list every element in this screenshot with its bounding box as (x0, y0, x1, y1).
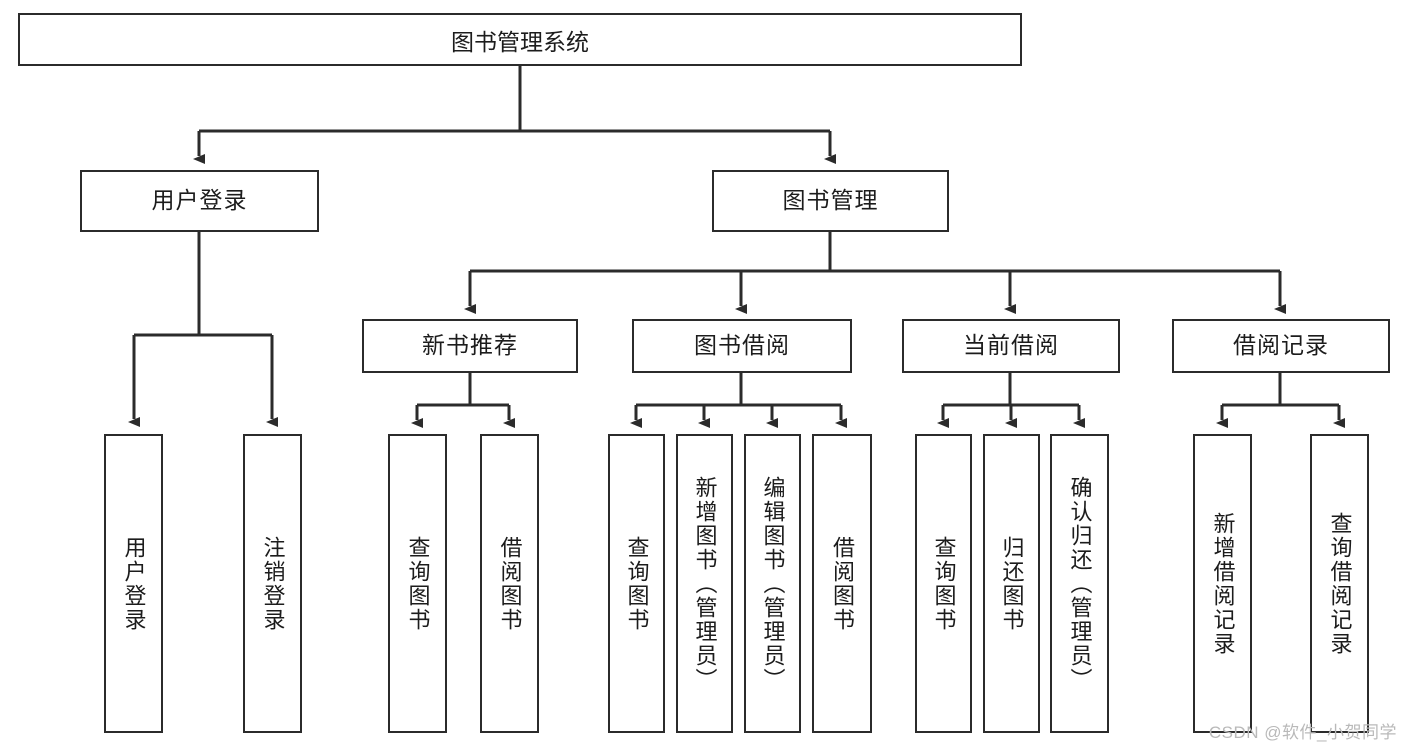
leaf-label: 新增借阅记录 (1210, 511, 1236, 656)
node-current-borrow-label: 当前借阅 (963, 332, 1059, 359)
node-new-book-recommend-label: 新书推荐 (422, 332, 518, 359)
node-book-management-label: 图书管理 (782, 187, 879, 214)
leaf-borrow-add-book-admin[interactable]: 新增图书（管理员） (676, 434, 733, 733)
node-user-login[interactable]: 用户登录 (80, 170, 319, 232)
leaf-record-add-record[interactable]: 新增借阅记录 (1193, 434, 1252, 733)
leaf-label: 注销登录 (260, 535, 286, 632)
leaf-label: 查询图书 (931, 535, 957, 632)
leaf-label: 借阅图书 (829, 535, 855, 632)
leaf-label: 编辑图书（管理员） (760, 475, 786, 692)
node-book-management[interactable]: 图书管理 (712, 170, 949, 232)
leaf-current-confirm-return-admin[interactable]: 确认归还（管理员） (1050, 434, 1109, 733)
node-current-borrow[interactable]: 当前借阅 (902, 319, 1120, 373)
node-root-label: 图书管理系统 (451, 28, 589, 55)
leaf-label: 用户登录 (121, 535, 147, 632)
node-borrow-record-label: 借阅记录 (1233, 332, 1329, 359)
node-new-book-recommend[interactable]: 新书推荐 (362, 319, 578, 373)
leaf-label: 查询图书 (624, 535, 650, 632)
leaf-label: 新增图书（管理员） (692, 475, 718, 692)
node-user-login-label: 用户登录 (151, 187, 248, 214)
leaf-user-login-signin[interactable]: 用户登录 (104, 434, 163, 733)
node-root[interactable]: 图书管理系统 (18, 13, 1022, 66)
leaf-current-return-book[interactable]: 归还图书 (983, 434, 1040, 733)
csdn-watermark: CSDN @软件_小贺同学 (1208, 723, 1397, 742)
leaf-label: 借阅图书 (497, 535, 523, 632)
node-book-borrow-label: 图书借阅 (694, 332, 790, 359)
leaf-label: 查询图书 (405, 535, 431, 632)
leaf-current-query-book[interactable]: 查询图书 (915, 434, 972, 733)
leaf-borrow-query-book[interactable]: 查询图书 (608, 434, 665, 733)
node-borrow-record[interactable]: 借阅记录 (1172, 319, 1390, 373)
leaf-label: 查询借阅记录 (1327, 511, 1353, 656)
leaf-new-book-borrow[interactable]: 借阅图书 (480, 434, 539, 733)
leaf-new-book-query[interactable]: 查询图书 (388, 434, 447, 733)
node-book-borrow[interactable]: 图书借阅 (632, 319, 852, 373)
leaf-borrow-edit-book-admin[interactable]: 编辑图书（管理员） (744, 434, 801, 733)
leaf-record-query-record[interactable]: 查询借阅记录 (1310, 434, 1369, 733)
leaf-user-login-signout[interactable]: 注销登录 (243, 434, 302, 733)
leaf-label: 归还图书 (999, 535, 1025, 632)
leaf-borrow-borrow-book[interactable]: 借阅图书 (812, 434, 872, 733)
leaf-label: 确认归还（管理员） (1067, 475, 1093, 692)
